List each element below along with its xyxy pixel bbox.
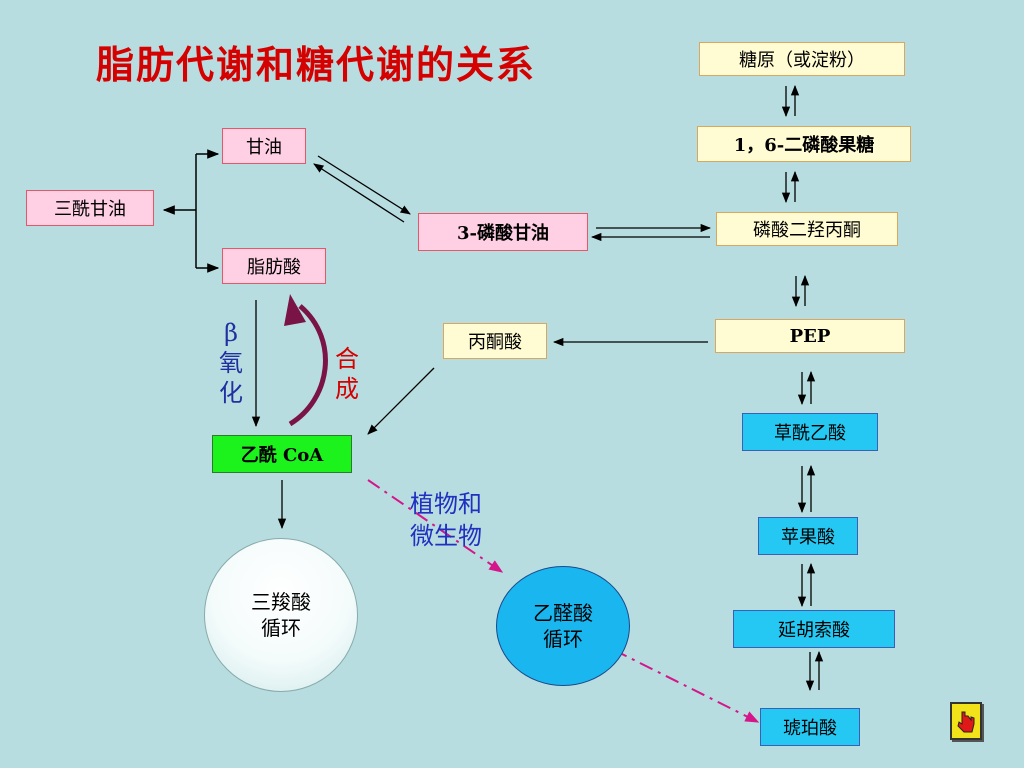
oxaloacetate-box: 草酰乙酸 (742, 413, 878, 451)
oxidation-char2: 化 (219, 379, 243, 407)
synthesis-char1: 合 (335, 345, 359, 373)
triglyceride-box: 三酰甘油 (26, 190, 154, 226)
fructose-bisphosphate-box: 1，6-二磷酸果糖 (697, 126, 911, 162)
glyoxylate-cycle-circle: 乙醛酸 循环 (496, 566, 630, 686)
glycogen-box: 糖原（或淀粉） (699, 42, 905, 76)
plant-microbe-line1: 植物和 (410, 490, 482, 518)
beta-oxidation-label: β 氧 化 (216, 318, 246, 408)
dhap-box: 磷酸二羟丙酮 (716, 212, 898, 246)
glycerol-3-phosphate-box: 3-磷酸甘油 (418, 213, 588, 251)
pyruvate-box: 丙酮酸 (443, 323, 547, 359)
tca-cycle-line1: 三羧酸 (251, 590, 311, 614)
page-title: 脂肪代谢和糖代谢的关系 (96, 42, 537, 87)
oxidation-char1: 氧 (219, 349, 243, 377)
hand-pointer-icon[interactable] (950, 702, 982, 740)
plant-microbe-label: 植物和 微生物 (410, 488, 482, 552)
synthesis-char2: 成 (335, 375, 359, 403)
beta-symbol: β (224, 319, 238, 347)
glyoxylate-cycle-line1: 乙醛酸 (533, 601, 593, 625)
synthesis-label: 合 成 (332, 344, 362, 404)
glyoxylate-cycle-line2: 循环 (543, 627, 583, 651)
fatty-acid-box: 脂肪酸 (222, 248, 326, 284)
glycerol-g3p-arrows (313, 155, 411, 223)
tca-cycle-line2: 循环 (261, 616, 301, 640)
glycerol-box: 甘油 (222, 128, 306, 164)
succinate-box: 琥珀酸 (760, 708, 860, 746)
plant-microbe-line2: 微生物 (410, 522, 482, 550)
triglyceride-bracket (162, 149, 220, 273)
acetyl-coa-box: 乙酰 CoA (212, 435, 352, 473)
acetyl-coa-label: 乙酰 CoA (240, 445, 324, 466)
g3p-dhap-arrows (590, 223, 712, 242)
right-column-arrows (781, 84, 824, 692)
synthesis-arrow (284, 294, 328, 427)
glyoxylate-to-succinate-arrow (613, 649, 760, 723)
pyruvate-to-acetylcoa-arrow (367, 367, 435, 435)
fumarate-box: 延胡索酸 (733, 610, 895, 648)
pep-box: PEP (715, 319, 905, 353)
tca-cycle-circle: 三羧酸 循环 (204, 538, 358, 692)
malate-box: 苹果酸 (758, 517, 858, 555)
